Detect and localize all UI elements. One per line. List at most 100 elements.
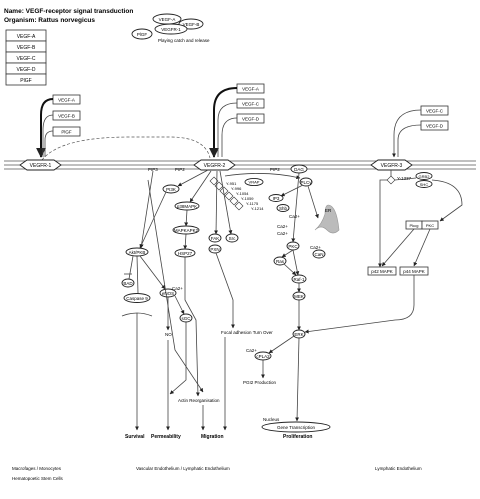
r3-pkc-label[interactable]: PKC <box>426 223 434 228</box>
p38mapk-node[interactable]: p38MAPK <box>174 201 200 211</box>
r3-ligand-vegfc[interactable]: VEGF-C <box>426 109 444 114</box>
gene-transcription-label[interactable]: Gene Transcription <box>277 425 316 430</box>
r3-ligands: VEGF-C VEGF-D <box>392 105 449 158</box>
r3-y1337: Y-1337 <box>397 176 412 181</box>
ca-list-2: Ca2+ <box>277 231 288 236</box>
focal-adhesion-label: Focal adhesion Turn Over <box>221 330 273 335</box>
r3-ligand-vegfd[interactable]: VEGF-D <box>426 124 444 129</box>
legend-item[interactable]: PlGF <box>20 78 31 84</box>
vrap-label: VRAP <box>249 180 260 185</box>
site-y1059: Y-1059 <box>241 196 254 201</box>
pip2-right: PIP2 <box>270 167 280 172</box>
receptor-vegfr3[interactable]: VEGFR-3 <box>370 159 413 171</box>
vegfr3-cascade: Y-1337 GRB2 SHC Pkcg PKC p42 MAPK p44 MA… <box>367 172 439 276</box>
r1-ligands: VEGF-A VEGF-B PlGF <box>36 94 81 158</box>
r1-ligand-vegfa[interactable]: VEGF-A <box>58 98 75 103</box>
footer-mid: Vascular Endothelium / Lymphatic Endothe… <box>136 466 230 471</box>
organism-name: Organism: Rattus norvegicus <box>4 17 95 24</box>
plcg-node[interactable]: PLCγ <box>299 177 313 187</box>
r1-ligand-vegfb[interactable]: VEGF-B <box>58 114 75 119</box>
pxn-node[interactable]: PXN <box>208 244 222 254</box>
src-node[interactable]: Src <box>225 233 239 243</box>
mek-node[interactable]: MEK <box>292 291 306 301</box>
erk-label: ERK <box>294 332 303 337</box>
r2-ligand-vegfa[interactable]: VEGF-A <box>242 87 259 92</box>
p42-mapk-label[interactable]: p42 MAPK <box>371 269 393 274</box>
pi3k-node[interactable]: PI3K <box>162 184 180 194</box>
shb-label: Shb <box>279 206 288 211</box>
receptor-label: VEGFR-3 <box>381 163 403 169</box>
ca2-cpla2: Ca2+ <box>246 348 257 353</box>
raf1-label: Raf-1 <box>293 277 305 282</box>
caspase9-node[interactable]: Caspase 9 <box>123 293 151 303</box>
ip3-node[interactable]: IP3 <box>268 194 284 202</box>
footer-right: Lymphatic Endothelium <box>375 466 422 471</box>
erk-node[interactable]: ERK <box>292 329 306 339</box>
caspase9-label: Caspase 9 <box>126 296 148 301</box>
vegfr2-phospho-sites: Y-951 Y-996 Y-1054 Y-1059 Y-1175 Y-1214 … <box>209 176 264 211</box>
dag-label: DAG <box>294 167 304 172</box>
p38mapk-label: p38MAPK <box>177 204 197 209</box>
site-y951: Y-951 <box>226 181 237 186</box>
outcome-proliferation: Proliferation <box>283 434 312 440</box>
receptor-label: VEGFR-2 <box>204 163 226 169</box>
catch-release-legend: VEGF-A VEGF-B VEGFR-1 PlGF Playing catch… <box>131 13 210 43</box>
enos-label: eNOS <box>162 291 174 296</box>
shb-node[interactable]: Shb <box>276 204 290 212</box>
ca-list-0: Ca2+ <box>289 214 300 219</box>
legend-item[interactable]: VEGF-C <box>17 56 36 62</box>
receptor-vegfr2[interactable]: VEGFR-2 <box>193 159 236 171</box>
nucleus-label: Nucleus <box>263 417 280 422</box>
r3-pkcg-label[interactable]: Pkcg <box>410 223 419 228</box>
raf1-node[interactable]: Raf-1 <box>291 274 307 284</box>
cr-vegfr1: VEGFR-1 <box>161 27 181 32</box>
plcg-label: PLCγ <box>300 180 312 185</box>
can-node[interactable]: CaN <box>312 249 326 259</box>
ras-node[interactable]: Ras <box>273 256 287 266</box>
akt-node[interactable]: Akt/PKB <box>125 247 149 257</box>
catch-release-arc <box>41 136 211 161</box>
legend-item[interactable]: VEGF-B <box>17 45 36 51</box>
r1-ligand-plgf[interactable]: PlGF <box>61 130 72 135</box>
cr-caption: Playing catch and release <box>158 38 210 43</box>
sgc-label: sGC <box>182 316 192 321</box>
r2-ligand-vegfd[interactable]: VEGF-D <box>242 117 260 122</box>
receptor-vegfr1[interactable]: VEGFR-1 <box>19 159 62 171</box>
sgc-node[interactable]: sGC <box>179 313 193 323</box>
mapkapk2-node[interactable]: MAPKAPK2 <box>172 225 200 235</box>
site-y1175: Y-1175 <box>246 201 259 206</box>
pip2-left: PIP2 <box>175 167 185 172</box>
pathway-connectors <box>121 169 463 431</box>
hsp27-label: HSP27 <box>178 251 193 256</box>
site-y1214: Y-1214 <box>251 206 264 211</box>
nucleus: Nucleus Gene Transcription <box>261 417 331 433</box>
p44-mapk-label[interactable]: p44 MAPK <box>403 269 425 274</box>
pkc-label: PKC <box>288 244 298 249</box>
r3-shc-label[interactable]: SHC <box>420 182 429 187</box>
legend-item[interactable]: VEGF-D <box>17 67 36 73</box>
ca2-enos: Ca2+ <box>172 286 183 291</box>
cpla2-node[interactable]: cPLA2 <box>254 351 272 361</box>
er-organelle: ER <box>314 204 340 234</box>
bad-node[interactable]: BAD <box>121 278 135 288</box>
legend-item[interactable]: VEGF-A <box>17 34 36 40</box>
cpla2-label: cPLA2 <box>256 354 270 359</box>
can-label: CaN <box>314 252 323 257</box>
ligand-legend: VEGF-A VEGF-B VEGF-C VEGF-D PlGF <box>5 29 47 86</box>
pathway-name: Name: VEGF-receptor signal transduction <box>4 8 133 15</box>
r2-ligand-vegfc[interactable]: VEGF-C <box>242 102 260 107</box>
akt-label: Akt/PKB <box>129 250 146 255</box>
cr-vegfa: VEGF-A <box>159 17 176 22</box>
pxn-label: PXN <box>210 247 219 252</box>
r3-grb2-label[interactable]: GRB2 <box>419 174 431 179</box>
footer-left-0: Macrofages / Monocytes <box>12 466 62 471</box>
fak-node[interactable]: FAK <box>208 233 222 243</box>
hsp27-node[interactable]: HSP27 <box>174 248 196 258</box>
pkc-node[interactable]: PKC <box>286 241 300 251</box>
receptor-label: VEGFR-1 <box>30 163 52 169</box>
mek-label: MEK <box>294 294 304 299</box>
er-label: ER <box>325 208 332 213</box>
pi3k-label: PI3K <box>166 187 176 192</box>
outcome-permeability: Permeability <box>151 434 181 440</box>
site-y996: Y-996 <box>231 186 242 191</box>
